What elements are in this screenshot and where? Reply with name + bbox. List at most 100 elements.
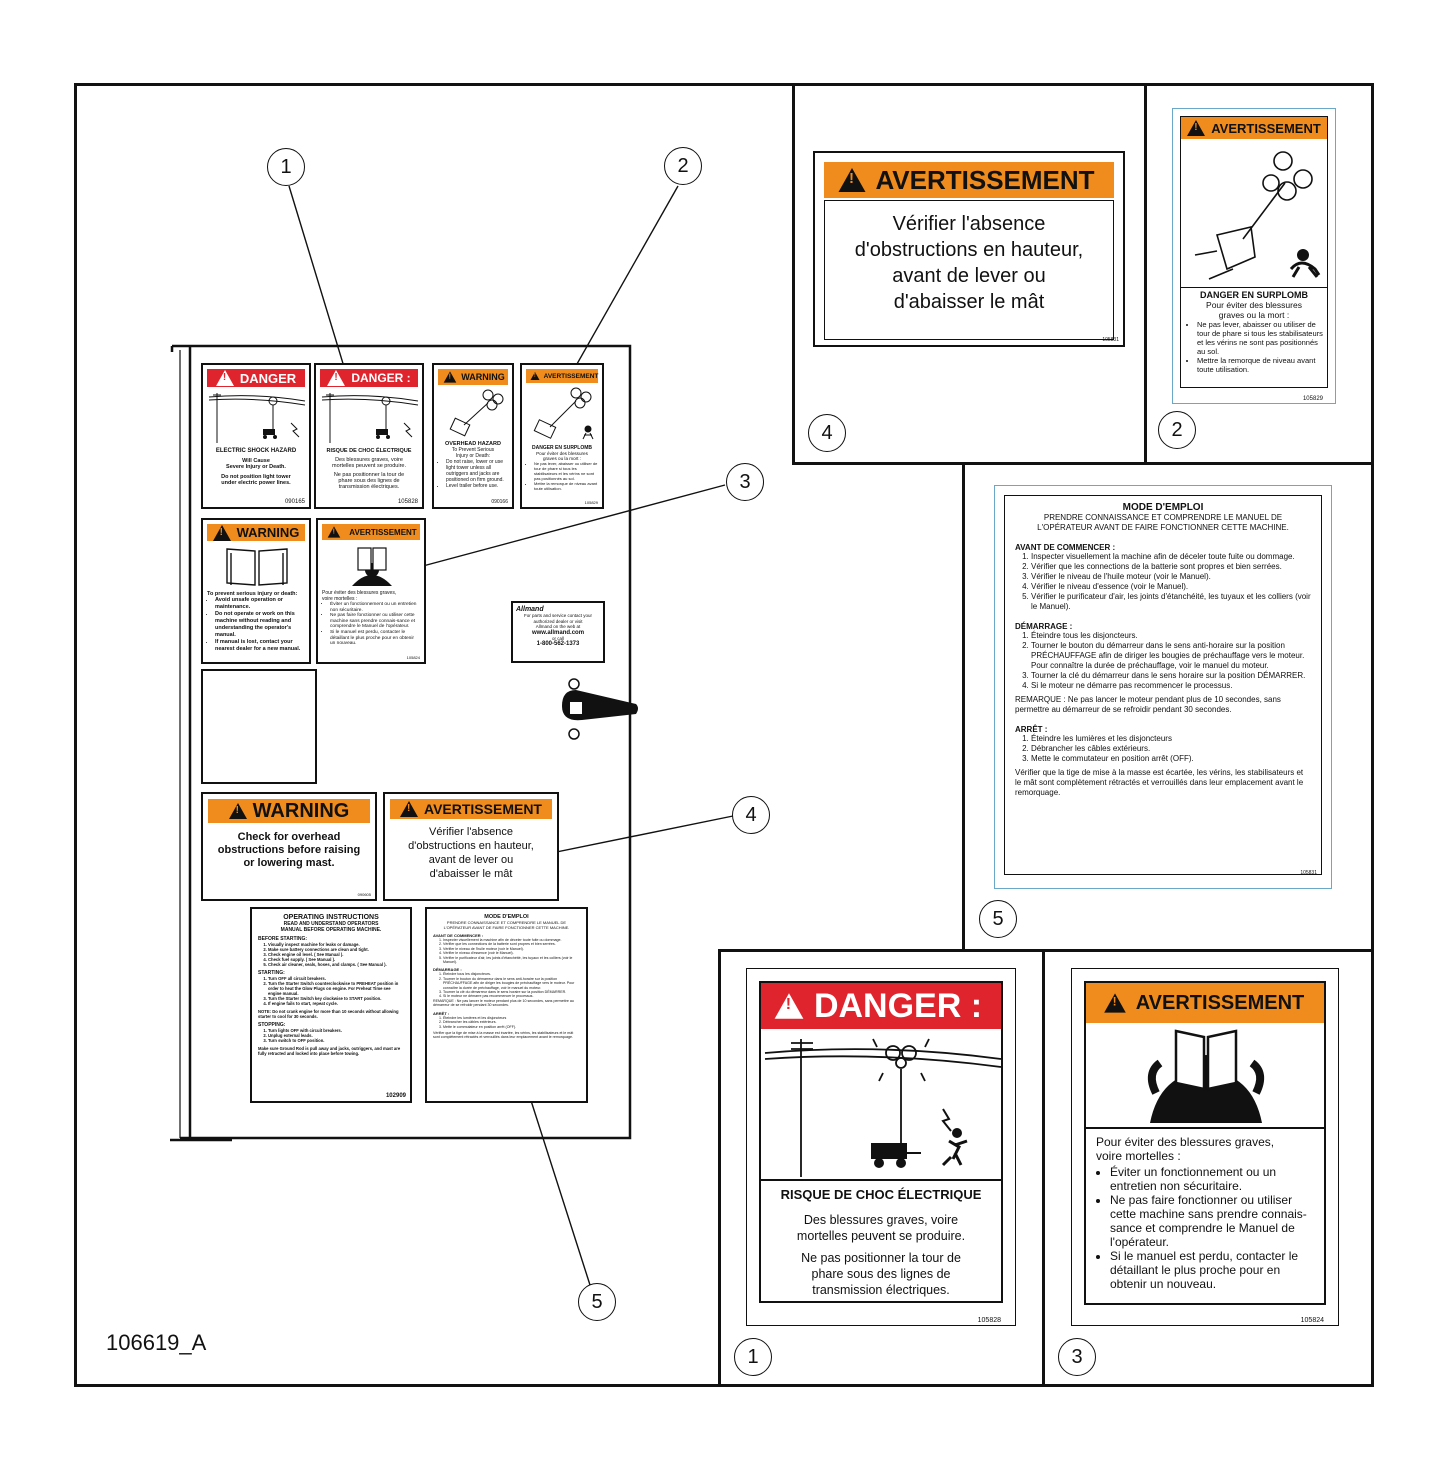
label-title: OVERHEAD HAZARD (445, 441, 501, 447)
bullet-item: Do not raise, lower or use light tower u… (446, 459, 508, 483)
list-item: Débrancher les câbles extérieurs. (443, 1020, 580, 1024)
label-title: OPERATING INSTRUCTIONS (283, 914, 379, 921)
label-text: For parts and service contact your (523, 613, 593, 618)
label-title: MODE D'EMPLOI (484, 914, 529, 920)
ordered-list: Inspecter visuellement la machine afin d… (433, 938, 580, 964)
list-item: Vérifier le niveau de l'huile moteur (vo… (1031, 572, 1311, 582)
door-handle (562, 678, 638, 740)
label-text: d'obstructions en hauteur, (854, 239, 1084, 261)
ordered-list: Turn lights OFF with circuit breakers.Un… (258, 1028, 404, 1043)
label-text: www.allmand.com (531, 629, 585, 636)
detail-label-overhead-hazard-fr: AVERTISSEMENT DANGER EN SURPLOMB Pour év… (1172, 108, 1336, 404)
callout-3: 3 (726, 463, 764, 501)
list-item: Éteindre tous les disjoncteurs. (443, 972, 580, 976)
overhead-hazard-pictogram (1194, 151, 1321, 280)
list-item: Éteindre les lumières et les disjoncteur… (443, 1016, 580, 1020)
ordered-list: Éteindre tous les disjoncteurs.Tourner l… (1015, 631, 1311, 691)
list-item: Visually inspect machine for leaks or da… (268, 942, 404, 947)
label-text: To prevent serious injury or death: (207, 591, 298, 597)
list-item: Tourner la clé du démarreur dans le sens… (443, 990, 580, 994)
list-item: Turn switch to OFF position. (268, 1038, 404, 1043)
reading-person-pictogram (352, 547, 392, 586)
list-item: Si le moteur ne démarre pas recommencer … (1031, 681, 1311, 691)
bullet-item: Si le manuel est perdu, contacter le dét… (1110, 1249, 1314, 1291)
warning-header: AVERTISSEMENT (390, 799, 552, 819)
label-text: Vérifier que la tige de mise à la masse … (433, 1030, 574, 1040)
bullet-item: Ne pas faire fonctionner ou utiliser cet… (1110, 1193, 1314, 1249)
warning-header: WARNING (208, 799, 370, 823)
bullet-item: Ne pas lever, abaisser ou utiliser de to… (1197, 320, 1323, 356)
warning-header: WARNING (438, 369, 508, 385)
section-heading: AVANT DE COMMENCER : (1015, 543, 1116, 552)
list-item: Vérifier le purificateur d'air, les join… (443, 956, 580, 965)
ordered-list: Éteindre les lumières et les disjoncteur… (1015, 734, 1311, 764)
callout-3-detail: 3 (1058, 1338, 1096, 1376)
danger-title: ELECTRIC SHOCK HAZARD (215, 448, 297, 454)
label-text: obstructions before raising (217, 844, 361, 856)
section-heading: STARTING: (258, 970, 285, 976)
part-number: 105824 (1300, 1317, 1324, 1324)
label-operating-instructions-en: OPERATING INSTRUCTIONS READ AND UNDERSTA… (250, 907, 412, 1103)
label-text: Injury or Death: (455, 453, 491, 459)
part-number: 105831 (1300, 870, 1317, 876)
warning-triangle-icon (1187, 120, 1206, 136)
label-text: Will Cause (242, 458, 270, 464)
label-title: DANGER EN SURPLOMB (1199, 290, 1308, 300)
warning-header: AVERTISSEMENT (526, 369, 598, 383)
ordered-list: Inspecter visuellement la machine afin d… (1015, 552, 1311, 612)
bullet-list: Ne pas lever, abaisser ou utiliser de to… (526, 461, 598, 491)
warning-triangle-icon (774, 993, 804, 1019)
list-item: Unplug external leads. (268, 1033, 404, 1038)
list-item: Tourner le bouton du démarreur dans le s… (1031, 641, 1311, 671)
label-text: Vérifier l'absence (892, 213, 1046, 235)
list-item: Inspecter visuellement la machine afin d… (443, 938, 580, 942)
label-text: MANUAL BEFORE OPERATING MACHINE. (280, 927, 382, 933)
detail-label-danger-electric-fr: DANGER : RISQUE DE CHOC ÉLECTRIQUE Des b… (746, 968, 1016, 1326)
bullet-item: Ne pas lever, abaisser ou utiliser de to… (534, 461, 598, 481)
label-text: graves ou la mort : (542, 456, 582, 461)
list-item: Check engine oil level. ( See Manual ). (268, 952, 404, 957)
manual-book-pictogram (226, 548, 288, 586)
label-manual-warning-fr: AVERTISSEMENT Pour éviter des blessures … (316, 518, 426, 664)
callout-2-detail: 2 (1158, 411, 1196, 449)
list-item: Turn the Starter Switch key clockwise to… (268, 996, 404, 1001)
section-heading: DÉMARRAGE : (433, 967, 462, 973)
warning-triangle-icon (530, 372, 540, 380)
part-number: 090166 (491, 499, 508, 505)
ordered-list: Éteindre les lumières et les disjoncteur… (433, 1016, 580, 1029)
ordered-list: Éteindre tous les disjoncteurs. Tourner l… (433, 972, 580, 998)
bullet-item: Level trailer before use. (446, 483, 508, 489)
list-item: Vérifier que les connections de la batte… (443, 942, 580, 946)
danger-header: DANGER : (320, 369, 418, 387)
part-number: 102909 (385, 1093, 406, 1099)
label-danger-electric-en: DANGER ELECTRIC SHOCK HAZARD Will Cause … (201, 363, 311, 509)
section-heading: BEFORE STARTING: (258, 936, 308, 942)
warning-triangle-icon (400, 801, 418, 817)
list-item: Vérifier le niveau d'essence (voir le Ma… (1031, 582, 1311, 592)
list-item: Vérifier que les connections de la batte… (1031, 562, 1311, 572)
bullet-list: Éviter un fonctionnement ou un entretien… (1096, 1165, 1314, 1291)
label-allmand-contact: Allmand For parts and service contact yo… (511, 601, 605, 663)
callout-5: 5 (578, 1283, 616, 1321)
label-text: d'abaisser le mât (429, 868, 513, 880)
label-text: d'abaisser le mât (893, 291, 1045, 313)
label-text: PRENDRE CONNAISSANCE ET COMPRENDRE LE MA… (446, 920, 567, 925)
label-text: Make sure Ground Rod is pull away and ja… (258, 1046, 401, 1056)
label-text: transmission électriques. (812, 1283, 950, 1297)
label-text: Ne pas positionner la tour de (801, 1251, 961, 1265)
section-heading: AVANT DE COMMENCER : (433, 933, 484, 938)
warning-header: AVERTISSEMENT (322, 524, 420, 540)
list-item: Mette le commutateur en position arrêt (… (1031, 754, 1311, 764)
section-heading: ARRÊT : (433, 1010, 450, 1016)
label-text: 1-800-562-1373 (536, 640, 580, 647)
warning-header: AVERTISSEMENT (824, 162, 1114, 198)
list-item: Vérifier le niveau d'essence (voir le Ma… (443, 951, 580, 955)
label-text: NOTE: Do not crank engine for more than … (258, 1009, 399, 1019)
part-number: 105828 (977, 1317, 1001, 1324)
label-text: transmission électriques. (338, 484, 400, 490)
section-heading: STOPPING: (258, 1022, 286, 1028)
power-line-pictogram (764, 1038, 1002, 1177)
bullet-list: Do not raise, lower or use light tower u… (438, 459, 508, 489)
part-number: 090605 (357, 892, 371, 897)
part-number: 105824 (406, 655, 420, 660)
